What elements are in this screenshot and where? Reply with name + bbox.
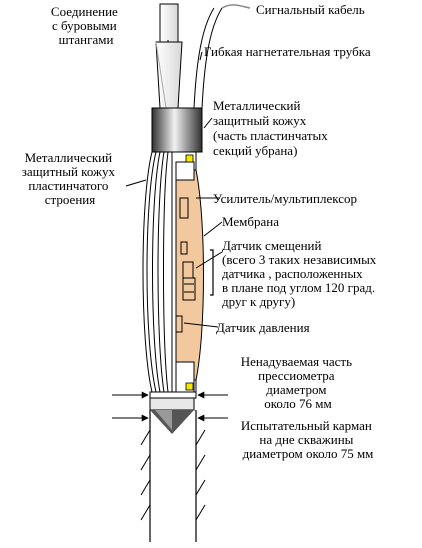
drill-rod-connection: [155, 3, 183, 109]
probe-tip: [149, 395, 195, 434]
label-amplifier: Усилитель/мультиплексор: [213, 191, 357, 206]
label-flex-tube: Гибкая нагнетательная трубка: [204, 44, 371, 59]
label-pressure-sensor: Датчик давления: [216, 320, 310, 335]
label-test-pocket: Испытательный карман на дне скважины диа…: [241, 418, 375, 461]
flexible-tube: [193, 7, 223, 109]
lamellar-casing: [142, 151, 173, 393]
displacement-sensor-block: [180, 241, 196, 301]
label-membrane: Мембрана: [222, 214, 279, 229]
label-metal-casing-left: Металлический защитный кожух пластинчато…: [22, 150, 119, 207]
label-metal-casing-top: Металлический защитный кожух (часть плас…: [213, 98, 331, 158]
label-signal-cable: Сигнальный кабель: [256, 2, 365, 17]
label-displacement-sensor: Датчик смещений (всего 3 таких независим…: [222, 238, 380, 309]
leader-lines: [125, 40, 223, 328]
amplifier-block: [179, 197, 189, 219]
lower-ring: [149, 391, 197, 399]
yellow-marker-bottom: [185, 382, 194, 391]
upper-metal-casing: [151, 107, 203, 153]
pressure-sensor-block: [175, 315, 183, 333]
borehole: [140, 410, 206, 542]
signal-cable: [221, 4, 251, 9]
displacement-bracket: [210, 249, 214, 296]
label-rods: Соединение с буровыми штангами: [51, 4, 121, 47]
label-non-inflatable: Ненадуваемая часть прессиометра диаметро…: [241, 354, 356, 411]
membrane: [175, 152, 204, 393]
yellow-marker-top: [185, 154, 194, 163]
